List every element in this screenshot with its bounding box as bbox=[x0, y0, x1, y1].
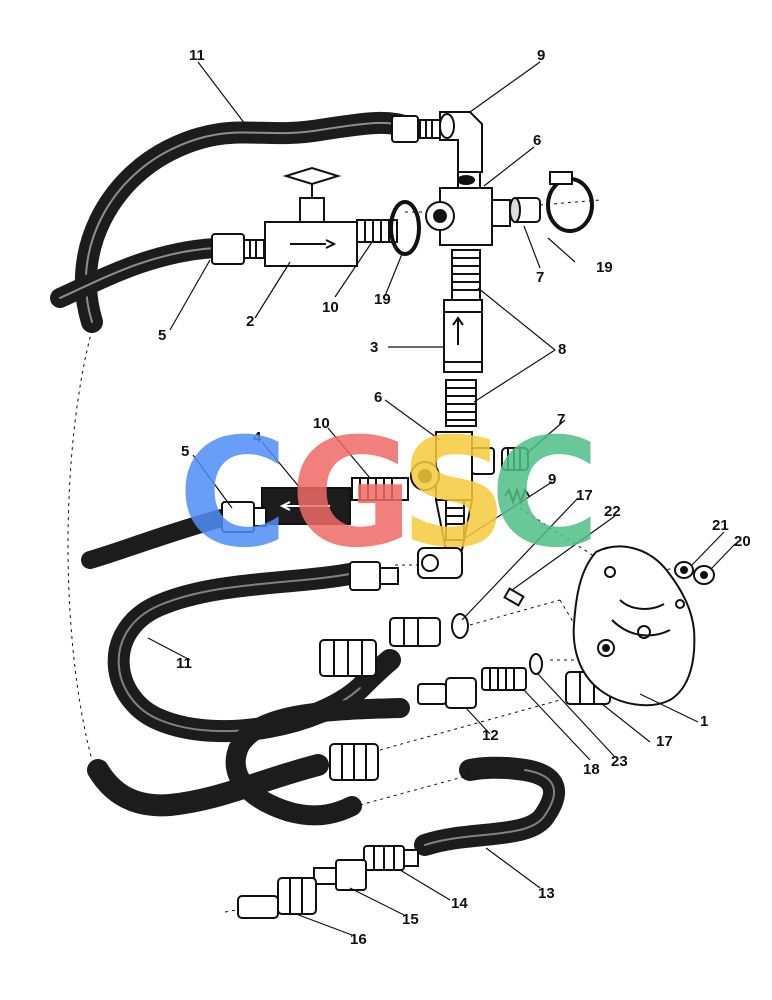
tee-6-lower bbox=[410, 431, 495, 579]
ferrule-13 bbox=[329, 743, 379, 781]
ferrule-11-lower bbox=[349, 561, 399, 591]
ferrule-5-lower bbox=[221, 501, 267, 533]
callout-20: 20 bbox=[734, 533, 751, 550]
watermark: C G S C bbox=[178, 407, 600, 581]
clip-19-right bbox=[546, 171, 594, 233]
ferrule-5-upper bbox=[211, 233, 265, 265]
hose-11-lower bbox=[107, 561, 401, 743]
callouts: 11 9 6 7 19 2 10 19 5 3 8 6 7 4 10 5 9 1… bbox=[158, 47, 751, 948]
sleeve-4 bbox=[261, 487, 351, 525]
callout-17-right: 17 bbox=[656, 733, 673, 750]
callout-16: 16 bbox=[350, 931, 367, 948]
callout-9-lower: 9 bbox=[548, 471, 556, 488]
nut-20 bbox=[693, 565, 715, 585]
union-17 bbox=[319, 617, 441, 677]
hoses bbox=[50, 111, 565, 856]
coupler-16 bbox=[237, 877, 317, 919]
callout-3: 3 bbox=[370, 339, 378, 356]
callout-19-left: 19 bbox=[374, 291, 391, 308]
watermark-letter-2: G bbox=[290, 407, 413, 581]
callout-12: 12 bbox=[482, 727, 499, 744]
callout-18: 18 bbox=[583, 761, 600, 778]
callout-15: 15 bbox=[402, 911, 419, 928]
callout-14: 14 bbox=[451, 895, 468, 912]
callout-6-top: 6 bbox=[533, 132, 541, 149]
callout-7-top: 7 bbox=[536, 269, 544, 286]
tee-6-upper bbox=[425, 171, 511, 246]
callout-9-top: 9 bbox=[537, 47, 545, 64]
nut-21 bbox=[674, 561, 694, 579]
connector-14 bbox=[363, 845, 419, 871]
tail-10-lower bbox=[351, 477, 409, 501]
callout-13: 13 bbox=[538, 885, 555, 902]
hose-end-12 bbox=[417, 677, 477, 709]
hose-5-lower bbox=[81, 509, 231, 569]
pin-22 bbox=[503, 587, 525, 607]
nipple-8-lower bbox=[445, 379, 477, 427]
fittings bbox=[211, 111, 715, 919]
ferrule-11-upper bbox=[391, 115, 419, 143]
connector-15 bbox=[313, 859, 367, 891]
pump-body-1 bbox=[572, 545, 696, 707]
nipple-8-upper bbox=[451, 249, 481, 301]
hose-12-loop bbox=[225, 698, 410, 826]
watermark-letter-3: S bbox=[400, 407, 508, 581]
fitting-18 bbox=[481, 653, 543, 691]
leader-lines bbox=[147, 61, 736, 936]
callout-2: 2 bbox=[246, 313, 254, 330]
nipple-7-upper bbox=[509, 197, 541, 223]
callout-11-top: 11 bbox=[189, 47, 205, 64]
callout-7-lower: 7 bbox=[557, 411, 565, 428]
callout-10-lower: 10 bbox=[313, 415, 330, 432]
hose-13 bbox=[414, 756, 565, 856]
callout-4: 4 bbox=[253, 429, 262, 446]
tail-10-upper bbox=[356, 219, 398, 243]
callout-6-lower: 6 bbox=[374, 389, 382, 406]
tap-2 bbox=[264, 166, 358, 267]
callout-22: 22 bbox=[604, 503, 621, 520]
callout-17-top: 17 bbox=[576, 487, 593, 504]
callout-8: 8 bbox=[558, 341, 566, 358]
o-ring-22 bbox=[451, 613, 469, 639]
hose-lower-left bbox=[87, 754, 329, 817]
watermark-letter-4: C bbox=[490, 407, 600, 581]
callout-21: 21 bbox=[712, 517, 729, 534]
callout-11-lower: 11 bbox=[176, 655, 192, 672]
clip-19-left bbox=[389, 200, 421, 256]
nipple-7-lower bbox=[501, 447, 529, 471]
callout-5-top: 5 bbox=[158, 327, 166, 344]
watermark-letter-1: C bbox=[178, 407, 288, 581]
check-valve-3 bbox=[443, 299, 483, 373]
spring-9-lower bbox=[504, 486, 530, 506]
callout-10-top: 10 bbox=[322, 299, 339, 316]
elbow-9-top bbox=[409, 111, 483, 173]
callout-19-right: 19 bbox=[596, 259, 613, 276]
callout-1: 1 bbox=[700, 713, 708, 730]
callout-5-lower: 5 bbox=[181, 443, 189, 460]
callout-23: 23 bbox=[611, 753, 628, 770]
